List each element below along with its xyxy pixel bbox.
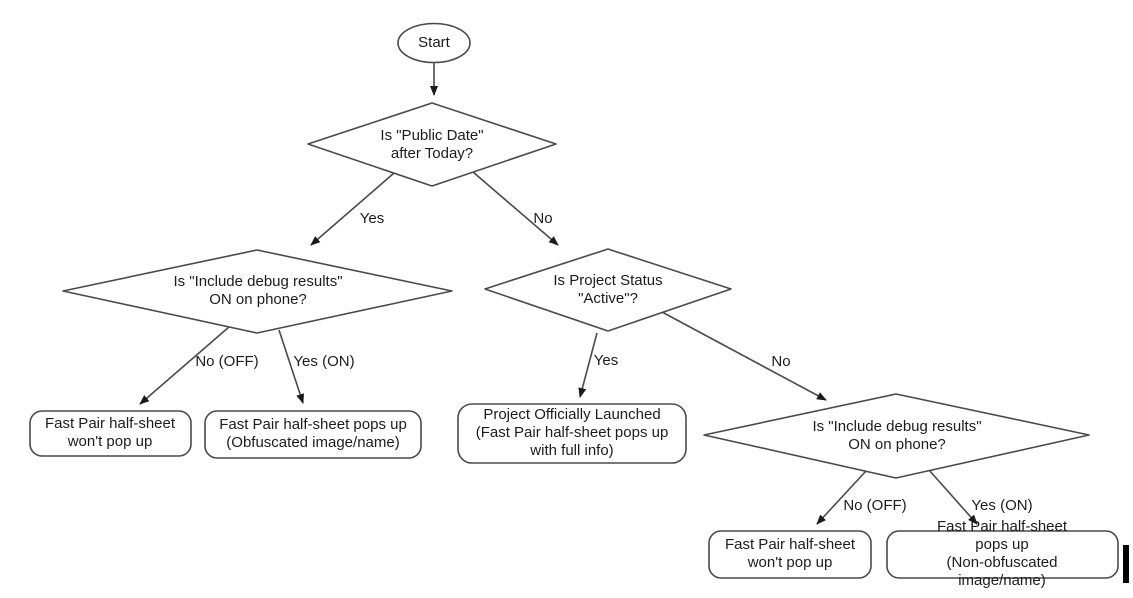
edge-label-debug-right-yes: Yes (ON) — [971, 497, 1033, 514]
edge-label-public-no: No — [533, 210, 553, 227]
decision-debug-left-label: Is "Include debug results" ON on phone? — [173, 273, 343, 308]
decision-debug-right-label: Is "Include debug results" ON on phone? — [812, 418, 982, 453]
decision-project-status-label: Is Project Status "Active"? — [553, 272, 663, 307]
edge-label-status-yes: Yes — [593, 352, 619, 369]
start-node-label: Start — [418, 34, 450, 51]
decision-public-date-shape — [307, 102, 557, 187]
terminal-non-obfuscated-shape — [886, 530, 1119, 579]
decision-project-status-shape — [484, 248, 732, 332]
edge-debug-left-no — [139, 326, 230, 405]
edge-debug-left-yes — [278, 329, 304, 404]
terminal-launched-label: Project Officially Launched (Fast Pair h… — [475, 406, 669, 459]
terminal-obfuscated-shape — [204, 410, 422, 459]
terminal-no-popup-left-shape — [29, 410, 192, 457]
edge-status-no — [661, 311, 827, 401]
edge-label-debug-left-no: No (OFF) — [195, 353, 259, 370]
edge-label-status-no: No — [771, 353, 791, 370]
edge-status-yes — [578, 332, 598, 398]
decision-debug-right-shape — [703, 393, 1090, 479]
edge-debug-right-no — [816, 470, 867, 525]
edge-debug-right-yes — [928, 469, 978, 525]
decision-debug-left-shape — [62, 249, 453, 334]
terminal-non-obfuscated-label: Fast Pair half-sheet pops up (Non-obfusc… — [936, 518, 1068, 589]
terminal-no-popup-left-label: Fast Pair half-sheet won't pop up — [44, 415, 176, 450]
decision-public-date-label: Is "Public Date" after Today? — [380, 127, 484, 162]
edge-public-date-yes — [310, 172, 395, 246]
edge-label-public-yes: Yes — [359, 210, 385, 227]
edge-label-debug-left-yes: Yes (ON) — [293, 353, 355, 370]
start-node-shape — [397, 22, 471, 64]
edge-label-debug-right-no: No (OFF) — [843, 497, 907, 514]
terminal-no-popup-right-label: Fast Pair half-sheet won't pop up — [724, 536, 856, 571]
text-cursor-artifact — [1123, 545, 1129, 583]
terminal-no-popup-right-shape — [708, 530, 872, 579]
terminal-launched-shape — [457, 403, 687, 464]
terminal-obfuscated-label: Fast Pair half-sheet pops up (Obfuscated… — [219, 416, 407, 451]
edge-public-date-no — [472, 171, 559, 246]
